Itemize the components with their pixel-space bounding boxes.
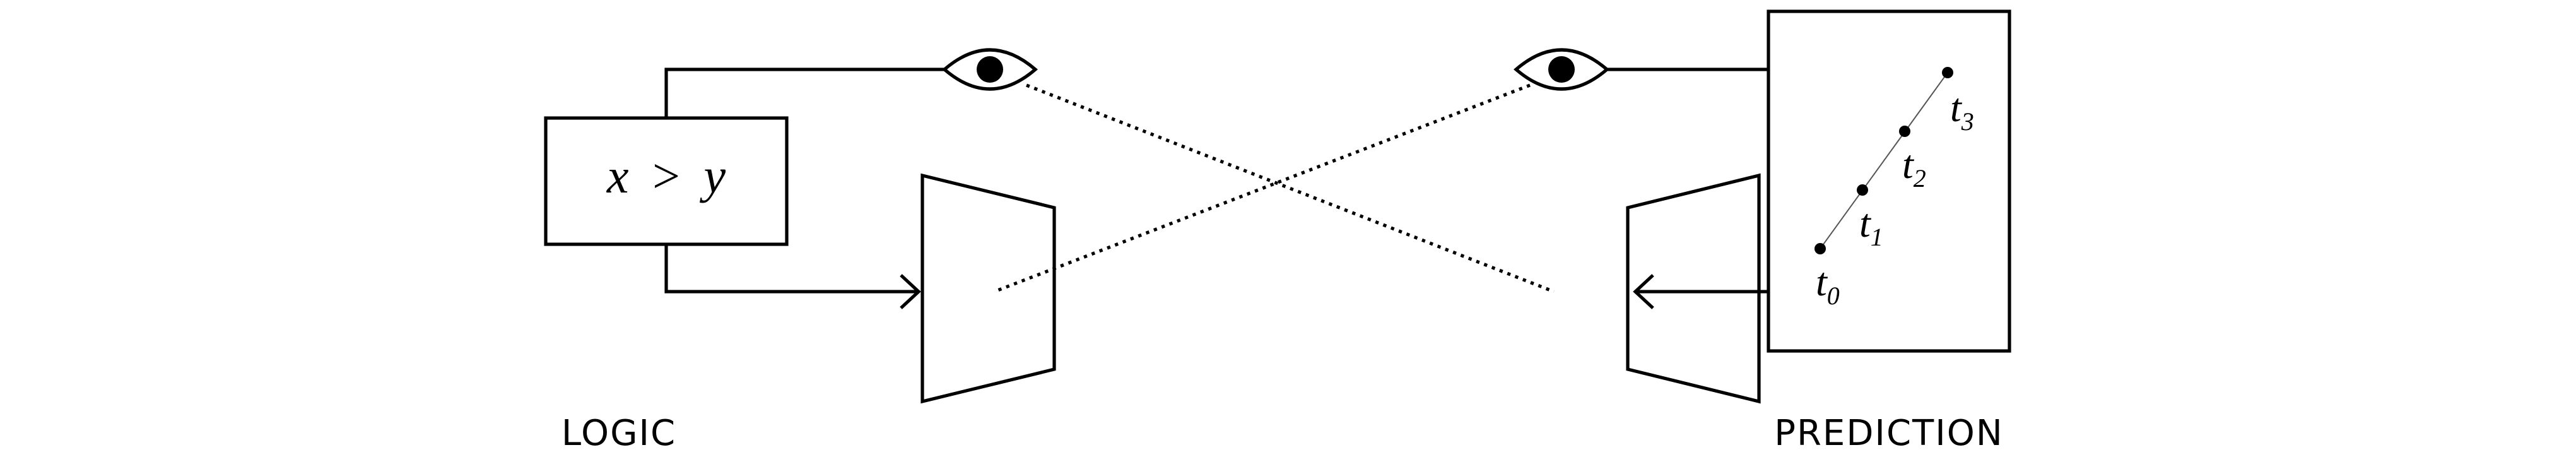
- prediction-label: PREDICTION: [1774, 413, 2004, 454]
- eye-icon: [942, 48, 1038, 91]
- eye-icon: [1514, 48, 1609, 91]
- timeline-label-t3: t3: [1950, 85, 1974, 136]
- timeline-label-base: t: [1950, 85, 1963, 130]
- prediction-side: t0 t1 t2 t3: [1514, 9, 2011, 404]
- timeline-point-t3: [1942, 67, 1953, 78]
- timeline-label-subscript: 2: [1914, 164, 1926, 193]
- logic-label: LOGIC: [562, 413, 676, 454]
- logic-to-trapezoid-wire: [664, 244, 918, 294]
- formula-lhs: x: [606, 148, 629, 203]
- timeline-label-base: t: [1859, 201, 1872, 246]
- timeline-trend-line: [1820, 72, 1948, 249]
- formula-rhs: y: [700, 148, 726, 203]
- eye-pupil: [1548, 56, 1575, 83]
- logic-arrowhead: [900, 274, 921, 309]
- timeline-point-t1: [1857, 184, 1868, 196]
- logic-trapezoid: [920, 173, 1056, 404]
- prediction-box: [1767, 9, 2011, 353]
- sight-line-right-eye-to-left-trapezoid: [994, 83, 1531, 294]
- eye-pupil: [977, 56, 1003, 83]
- timeline-point-t2: [1899, 126, 1910, 137]
- prediction-arrowhead: [1633, 274, 1654, 309]
- timeline-label-t1: t1: [1859, 201, 1883, 251]
- prediction-trapezoid: [1626, 173, 1761, 404]
- cross-sight-lines: [994, 83, 1555, 294]
- logic-to-eye-wire: [664, 68, 944, 118]
- timeline-plot: t0 t1 t2 t3: [1814, 67, 1974, 310]
- timeline-label-subscript: 0: [1827, 282, 1840, 310]
- timeline-point-t0: [1814, 243, 1826, 254]
- sight-line-left-eye-to-right-trapezoid: [1026, 83, 1555, 294]
- eye-outline: [942, 48, 1038, 91]
- timeline-label-base: t: [1902, 142, 1915, 187]
- formula-operator: >: [652, 148, 680, 203]
- logic-side: x > y: [544, 48, 1056, 404]
- logic-formula: x > y: [606, 148, 726, 203]
- timeline-label-subscript: 1: [1871, 223, 1883, 251]
- timeline-label-base: t: [1816, 259, 1828, 304]
- timeline-label-t2: t2: [1902, 142, 1926, 193]
- timeline-label-t0: t0: [1816, 259, 1840, 310]
- timeline-label-subscript: 3: [1961, 107, 1974, 136]
